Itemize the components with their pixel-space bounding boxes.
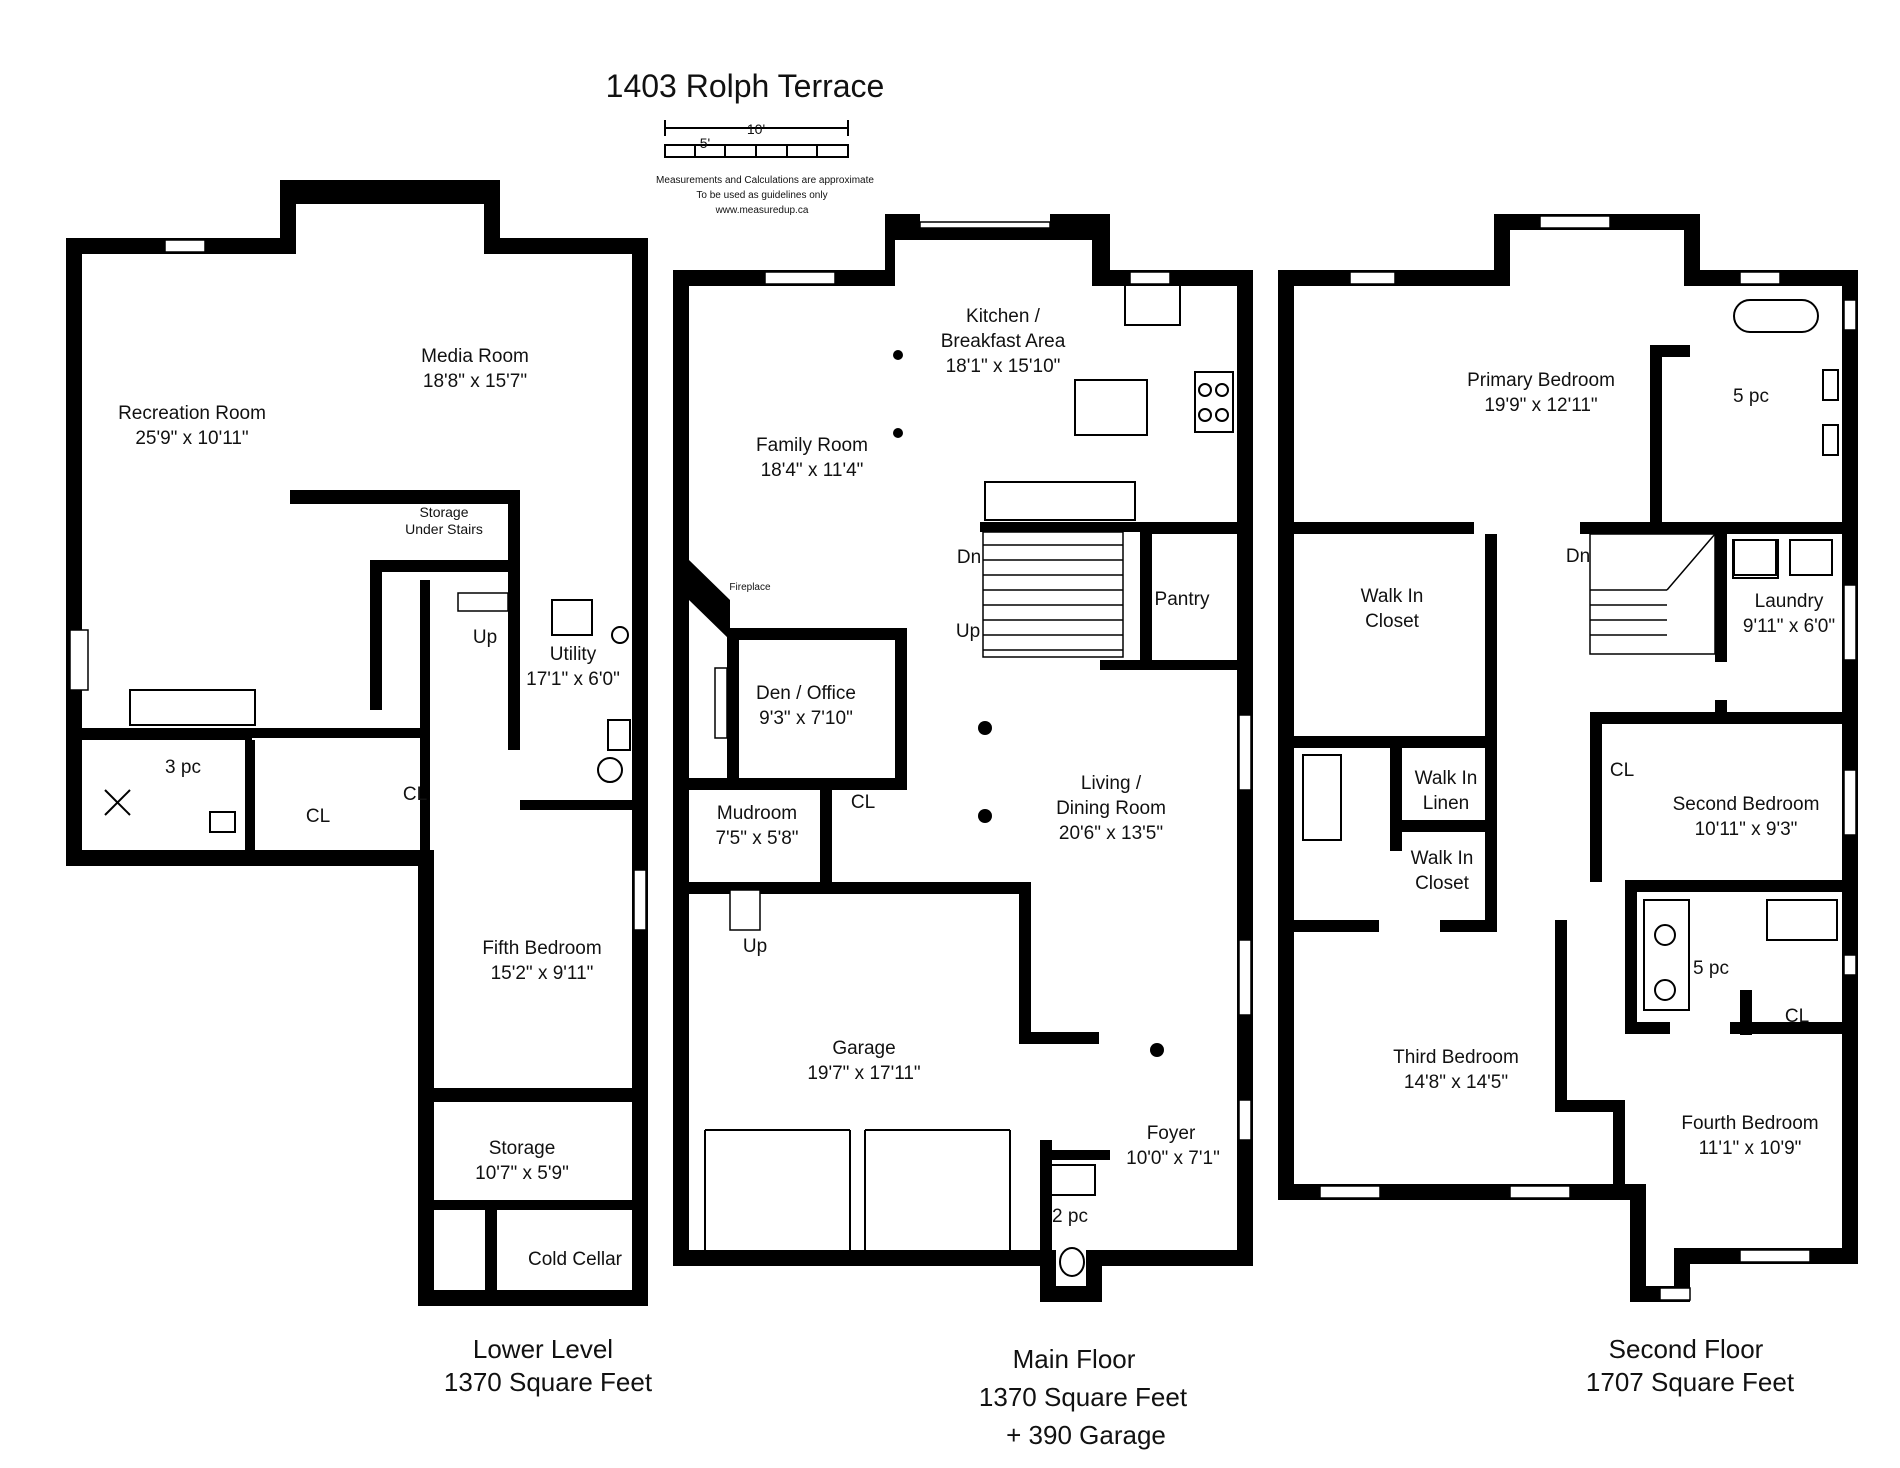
second-third-dims: 14'8" x 14'5" — [1404, 1072, 1508, 1093]
main-foyer-name: Foyer — [1147, 1123, 1196, 1144]
lower-recreation-dims: 25'9" x 10'11" — [135, 428, 248, 449]
main-garage-dims: 19'7" x 17'11" — [807, 1063, 920, 1084]
lower-level-plan: Recreation Room 25'9" x 10'11" Media Roo… — [66, 180, 648, 1306]
second-walkin1-line2: Closet — [1365, 611, 1420, 632]
main-mudroom-name: Mudroom — [717, 803, 797, 824]
second-walkin2-line1: Walk In — [1411, 848, 1474, 869]
main-living-line1: Living / — [1081, 773, 1142, 794]
scale-label-5: 5' — [700, 135, 710, 151]
main-floor-garage-area: + 390 Garage — [1006, 1420, 1166, 1450]
lower-fifth-name: Fifth Bedroom — [482, 938, 601, 959]
second-linen-line2: Linen — [1423, 793, 1470, 814]
second-cl1-name: CL — [1610, 760, 1634, 781]
lower-fifth-dims: 15'2" x 9'11" — [491, 963, 594, 984]
main-floor-plan: Kitchen / Breakfast Area 18'1" x 15'10" … — [673, 214, 1253, 1302]
main-foyer-dims: 10'0" x 7'1" — [1126, 1148, 1220, 1169]
main-kitchen-line2: Breakfast Area — [941, 331, 1066, 352]
second-laundry-name: Laundry — [1755, 591, 1824, 612]
second-fourth-dims: 11'1" x 10'9" — [1699, 1138, 1802, 1159]
lower-level-title: Lower Level — [473, 1334, 613, 1364]
second-second-dims: 10'11" x 9'3" — [1695, 819, 1798, 840]
second-floor-title: Second Floor — [1609, 1334, 1764, 1364]
lower-utility-name: Utility — [550, 644, 597, 665]
disclaimer-line2: To be used as guidelines only — [696, 190, 827, 201]
second-laundry-dims: 9'11" x 6'0" — [1743, 616, 1835, 637]
main-cl-name: CL — [851, 792, 875, 813]
lower-media-name: Media Room — [421, 346, 529, 367]
main-dn: Dn — [957, 547, 981, 568]
second-cl2-name: CL — [1785, 1006, 1809, 1027]
main-fireplace-name: Fireplace — [729, 582, 771, 593]
second-ensuite-name: 5 pc — [1733, 386, 1769, 407]
main-kitchen-line1: Kitchen / — [966, 306, 1041, 327]
main-den-dims: 9'3" x 7'10" — [759, 708, 853, 729]
main-floor-area: 1370 Square Feet — [979, 1382, 1188, 1412]
lower-up: Up — [473, 627, 497, 648]
main-pantry-name: Pantry — [1155, 589, 1210, 610]
lower-level-area: 1370 Square Feet — [444, 1367, 653, 1397]
second-fourth-name: Fourth Bedroom — [1681, 1113, 1818, 1134]
lower-cl2-name: CL — [403, 784, 427, 805]
main-living-dims: 20'6" x 13'5" — [1059, 823, 1163, 844]
second-primary-name: Primary Bedroom — [1467, 370, 1615, 391]
second-second-name: Second Bedroom — [1673, 794, 1820, 815]
scale-bar: 10' 5' — [664, 120, 849, 158]
main-bath-name: 2 pc — [1052, 1206, 1088, 1227]
second-third-name: Third Bedroom — [1393, 1047, 1519, 1068]
second-walkin1-line1: Walk In — [1361, 586, 1424, 607]
lower-storage-dims: 10'7" x 5'9" — [475, 1163, 569, 1184]
lower-recreation-name: Recreation Room — [118, 403, 266, 424]
main-living-line2: Dining Room — [1056, 798, 1166, 819]
lower-utility-dims: 17'1" x 6'0" — [526, 669, 620, 690]
main-up-mudroom: Up — [743, 936, 767, 957]
scale-label-10: 10' — [747, 121, 765, 137]
main-mudroom-dims: 7'5" x 5'8" — [715, 828, 798, 849]
second-dn: Dn — [1566, 546, 1590, 567]
main-garage-name: Garage — [832, 1038, 895, 1059]
lower-storage-stairs-line2: Under Stairs — [405, 521, 483, 537]
lower-storage-stairs-line1: Storage — [419, 504, 468, 520]
lower-storage-name: Storage — [489, 1138, 556, 1159]
lower-media-dims: 18'8" x 15'7" — [423, 371, 527, 392]
main-floor-title: Main Floor — [1013, 1344, 1136, 1374]
second-walkin2-line2: Closet — [1415, 873, 1470, 894]
main-up: Up — [956, 621, 980, 642]
disclaimer-line3: www.measuredup.ca — [715, 205, 809, 216]
lower-bath-name: 3 pc — [165, 757, 201, 778]
plan-title: 1403 Rolph Terrace — [606, 68, 885, 104]
second-floor-plan: Primary Bedroom 19'9" x 12'11" 5 pc Walk… — [1278, 214, 1858, 1302]
disclaimer-line1: Measurements and Calculations are approx… — [656, 175, 874, 186]
second-bath2-name: 5 pc — [1693, 958, 1729, 979]
lower-cl1-name: CL — [306, 806, 330, 827]
second-linen-line1: Walk In — [1415, 768, 1478, 789]
main-den-name: Den / Office — [756, 683, 856, 704]
main-family-dims: 18'4" x 11'4" — [761, 460, 864, 481]
second-floor-area: 1707 Square Feet — [1586, 1367, 1795, 1397]
main-family-name: Family Room — [756, 435, 868, 456]
main-kitchen-dims: 18'1" x 15'10" — [946, 356, 1061, 377]
lower-cold-name: Cold Cellar — [528, 1249, 623, 1270]
second-primary-dims: 19'9" x 12'11" — [1484, 395, 1597, 416]
